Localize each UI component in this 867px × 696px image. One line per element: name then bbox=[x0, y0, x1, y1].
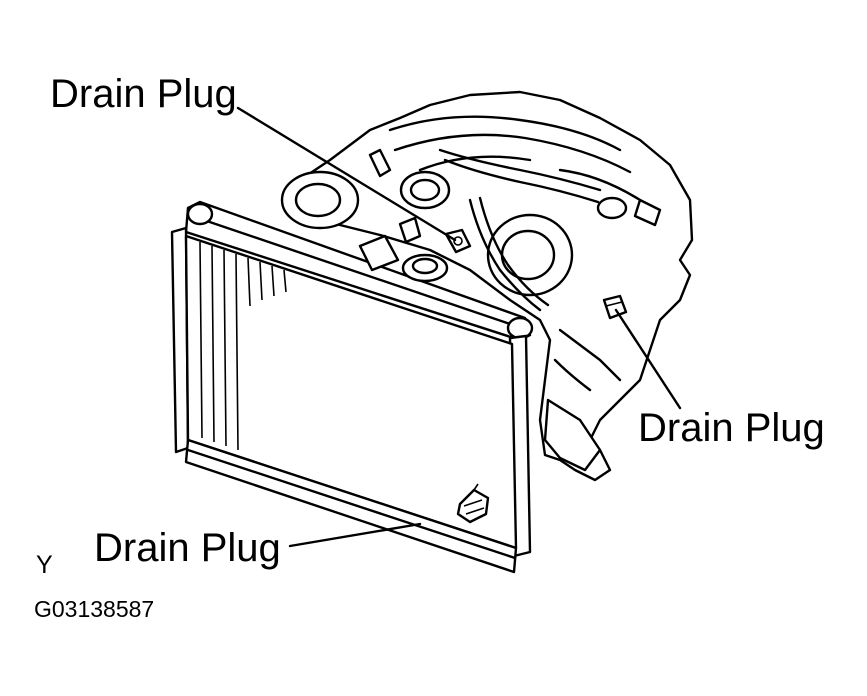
top-leader-line bbox=[236, 106, 457, 242]
leader-lines bbox=[236, 106, 682, 548]
radiator bbox=[170, 200, 534, 574]
bottom-drain-plug-label: Drain Plug bbox=[94, 526, 281, 570]
figure-code: G03138587 bbox=[34, 596, 155, 622]
top-drain-plug-label: Drain Plug bbox=[50, 72, 237, 116]
view-letter: Y bbox=[36, 551, 53, 579]
right-leader-line bbox=[614, 308, 682, 410]
engine-assembly bbox=[280, 90, 694, 482]
bottom-leader-line bbox=[288, 522, 422, 548]
right-drain-plug-label: Drain Plug bbox=[638, 406, 825, 450]
